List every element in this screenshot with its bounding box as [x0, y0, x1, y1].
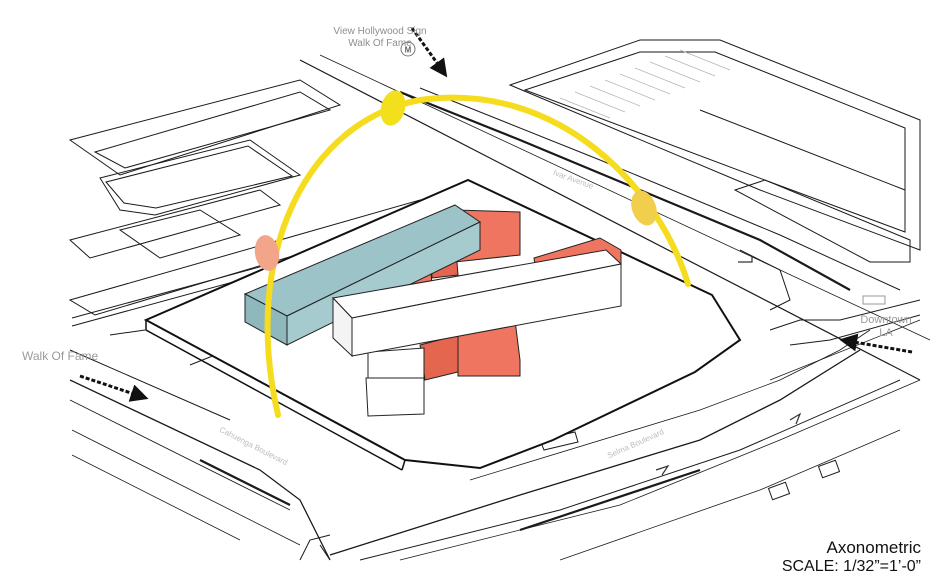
view-title: Axonometric	[826, 537, 921, 557]
sun-path	[254, 90, 691, 418]
arrow-walk-of-fame-left	[79, 374, 149, 402]
arrow-walk-of-fame-top	[410, 27, 448, 78]
svg-text:M: M	[405, 46, 412, 55]
label-downtown-la: Downtown LA	[848, 314, 924, 339]
label-view-hollywood-sign-line: View Hollywood Sign	[333, 26, 427, 37]
title-block: Axonometric SCALE: 1/32”=1’-0”	[781, 537, 921, 576]
sun-marker-east	[631, 190, 657, 226]
scale-label: SCALE: 1/32”=1’-0”	[781, 557, 921, 575]
label-walk-of-fame-top: Walk Of Fame	[348, 37, 412, 49]
lane-arrow-icons	[655, 256, 802, 476]
sun-marker-west	[254, 235, 280, 271]
metro-icon: M	[400, 41, 416, 57]
label-walk-of-fame-left: Walk Of Fame	[22, 349, 99, 363]
sun-marker-noon	[380, 90, 406, 126]
label-view-hollywood-sign: View Hollywood Sign Walk Of Fame	[300, 26, 460, 49]
access-arrows	[79, 27, 913, 402]
label-la: LA	[879, 326, 893, 339]
arrow-downtown	[839, 333, 913, 354]
label-downtown: Downtown	[860, 314, 912, 326]
building-massing	[243, 204, 623, 417]
